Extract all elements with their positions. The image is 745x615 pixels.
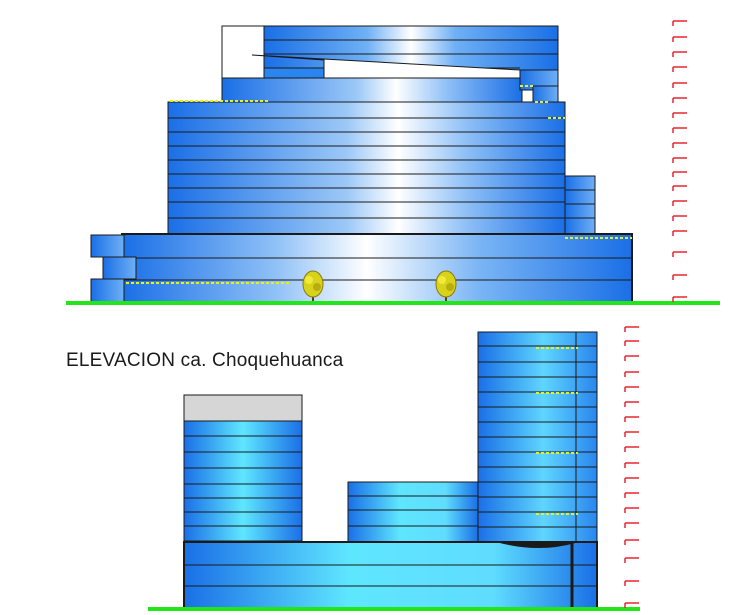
left-tower-floor-lines	[184, 435, 302, 527]
tree-icon	[302, 270, 324, 302]
level-marker-icon	[672, 142, 687, 148]
level-marker-icon	[672, 296, 687, 302]
level-marker-icon	[624, 386, 639, 392]
right-tower-floor-lines	[478, 332, 597, 542]
level-marker-icon	[672, 200, 687, 206]
lower-podium-floor-lines	[184, 564, 597, 587]
level-marker-icon	[624, 416, 639, 422]
level-marker-icon	[624, 326, 639, 332]
level-marker-icon	[624, 522, 639, 528]
level-marker-icon	[672, 251, 687, 257]
level-marker-icon	[624, 371, 639, 377]
level-marker-icon	[672, 274, 687, 280]
left-annex-lower	[90, 278, 125, 303]
tree-icon	[435, 270, 457, 302]
level-marker-icon	[624, 355, 639, 361]
level-markers-upper	[672, 20, 687, 302]
terrace-level	[221, 77, 523, 103]
podium-floor-lines	[122, 257, 632, 281]
level-marker-icon	[672, 51, 687, 57]
left-tower-roof-slab	[183, 394, 303, 422]
right-annex-glass	[564, 175, 596, 235]
planter-icon	[536, 347, 578, 515]
lower-elevation	[148, 326, 640, 611]
level-marker-icon	[672, 97, 687, 103]
level-marker-icon	[624, 477, 639, 483]
elevation-caption: ELEVACION ca. Choquehuanca	[66, 350, 344, 371]
middle-low-block-glass	[347, 481, 479, 543]
level-marker-icon	[672, 185, 687, 191]
level-marker-icon	[624, 580, 639, 586]
level-marker-icon	[624, 446, 639, 452]
left-tower-glass	[183, 420, 303, 542]
level-marker-icon	[672, 36, 687, 42]
level-markers-lower	[624, 326, 639, 608]
right-annex-lines	[565, 189, 595, 219]
level-marker-icon	[624, 557, 639, 563]
planter-icon	[126, 85, 632, 284]
middle-block-glass	[167, 101, 566, 235]
middle-block-floor-lines	[168, 117, 565, 219]
level-marker-icon	[672, 20, 687, 26]
middle-low-block-lines	[348, 495, 478, 527]
level-marker-icon	[624, 602, 639, 608]
roof-parapet	[221, 25, 265, 79]
level-marker-icon	[672, 66, 687, 72]
level-marker-icon	[624, 340, 639, 346]
level-marker-icon	[672, 112, 687, 118]
lower-podium-curve	[499, 541, 576, 548]
level-marker-icon	[672, 127, 687, 133]
level-marker-icon	[672, 171, 687, 177]
level-marker-icon	[624, 401, 639, 407]
left-annex-middle	[102, 256, 137, 280]
level-marker-icon	[624, 539, 639, 545]
level-marker-icon	[672, 82, 687, 88]
lower-podium-glass	[183, 541, 598, 609]
level-marker-icon	[672, 230, 687, 236]
level-marker-icon	[624, 492, 639, 498]
upper-elevation	[66, 20, 720, 305]
level-marker-icon	[624, 462, 639, 468]
level-marker-icon	[672, 157, 687, 163]
left-annex-upper	[90, 234, 125, 258]
level-marker-icon	[624, 431, 639, 437]
podium-glass	[121, 233, 633, 303]
level-marker-icon	[672, 215, 687, 221]
level-marker-icon	[624, 507, 639, 513]
